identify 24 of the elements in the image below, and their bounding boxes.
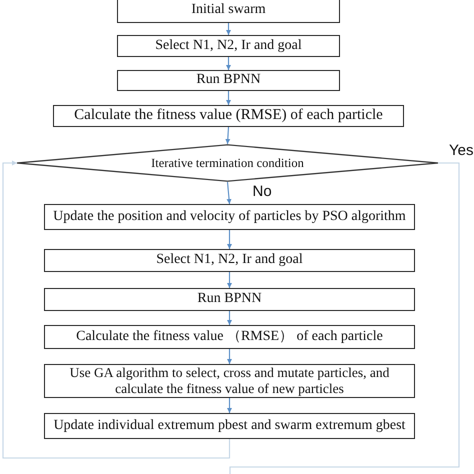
process-box: Run BPNN	[117, 70, 340, 91]
process-box: Select N1, N2, Ir and goal	[44, 249, 415, 272]
process-box: Update the position and velocity of particles by PSO algorithm	[44, 204, 415, 230]
arrow	[225, 126, 230, 144]
edge-label: Yes	[448, 143, 474, 158]
decision-diamond: Iterative termination condition	[17, 144, 438, 182]
arrow	[226, 91, 231, 105]
process-box: Use GA algorithm to select, cross and mutate particles, and calculate the fitness value of new particles	[44, 364, 415, 398]
process-box: Run BPNN	[44, 288, 415, 311]
process-box: Calculate the fitness value (RMSE) of each particle	[53, 105, 404, 127]
arrow	[227, 272, 232, 288]
process-box: Update individual extremum pbest and swarm extremum gbest	[44, 413, 415, 439]
arrow	[2, 160, 230, 459]
arrow	[226, 57, 231, 70]
process-box: Initial swarm	[117, 0, 340, 23]
arrow	[226, 23, 231, 35]
edge-label: No	[252, 184, 273, 199]
process-box: Calculate the fitness value （RMSE） of each particle	[44, 325, 415, 349]
arrow	[227, 311, 232, 325]
arrow	[227, 230, 232, 249]
arrow	[227, 349, 232, 364]
arrow	[226, 182, 232, 204]
process-box: Select N1, N2, Ir and goal	[117, 35, 340, 57]
arrow	[227, 398, 232, 413]
